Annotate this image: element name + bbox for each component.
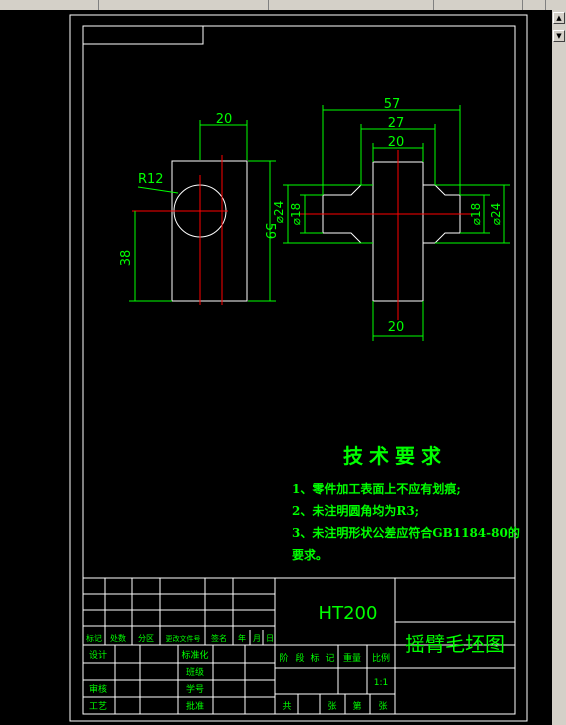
dim-20-inner: 20 bbox=[388, 135, 405, 150]
tech-item: 3、未注明形状公差应符合GB1184-80的 bbox=[292, 526, 520, 540]
dim-dia18-left: ⌀18 bbox=[289, 203, 303, 226]
left-body-outline bbox=[171, 160, 248, 302]
ruler-tick bbox=[268, 0, 269, 10]
rev-header: 日 bbox=[266, 634, 274, 643]
dim-dia18-right: ⌀18 bbox=[469, 203, 483, 226]
scroll-up-icon[interactable]: ▲ bbox=[553, 12, 565, 24]
part-name: 摇臂毛坯图 bbox=[405, 632, 505, 656]
left-row-label: 审核 bbox=[89, 683, 107, 695]
dim-59: 59 bbox=[262, 223, 277, 240]
rev-header: 分区 bbox=[138, 634, 154, 643]
dim-57: 57 bbox=[384, 97, 401, 112]
dim-r12: R12 bbox=[138, 172, 164, 187]
dim-dia24-left: ⌀24 bbox=[272, 201, 286, 224]
left-view: 20 R12 59 38 bbox=[119, 112, 277, 305]
dim-38: 38 bbox=[119, 250, 134, 267]
rev-header: 年 bbox=[238, 633, 246, 643]
sheet-label: 第 bbox=[352, 700, 361, 712]
ruler-tick bbox=[98, 0, 99, 10]
inner-frame bbox=[82, 25, 516, 715]
ruler-tick bbox=[522, 0, 523, 10]
dim-dia24-right: ⌀24 bbox=[489, 203, 503, 226]
tech-requirements-title: 技术要求 bbox=[343, 444, 447, 468]
stage-header: 重量 bbox=[343, 652, 361, 664]
scroll-down-icon[interactable]: ▼ bbox=[553, 30, 565, 42]
mid-row-label: 学号 bbox=[186, 683, 204, 695]
mid-row-label: 标准化 bbox=[181, 649, 208, 661]
rev-header: 更改文件号 bbox=[166, 634, 201, 643]
tech-item: 1、零件加工表面上不应有划痕; bbox=[292, 482, 461, 496]
mid-row-label: 班级 bbox=[186, 666, 204, 678]
outer-frame bbox=[69, 14, 528, 722]
stage-header: 阶 bbox=[279, 652, 288, 664]
vertical-scrollbar[interactable]: ▲ ▼ bbox=[552, 10, 566, 725]
sheet-label: 共 bbox=[282, 701, 291, 712]
material-text: HT200 bbox=[319, 603, 378, 624]
tech-item: 2、未注明圆角均为R3; bbox=[292, 504, 420, 518]
corner-box bbox=[82, 25, 204, 45]
left-row-label: 工艺 bbox=[89, 701, 107, 712]
ruler-tick bbox=[433, 0, 434, 10]
right-view: 57 27 20 20 ⌀24 ⌀18 ⌀18 ⌀24 bbox=[272, 97, 510, 341]
window-top-strip bbox=[0, 0, 566, 10]
sheet-label: 张 bbox=[378, 701, 387, 712]
tech-item: 要求。 bbox=[292, 548, 329, 562]
rev-header: 签名 bbox=[211, 633, 227, 643]
title-block bbox=[82, 577, 516, 715]
mid-row-label: 批准 bbox=[186, 700, 204, 712]
dim-27: 27 bbox=[388, 116, 405, 131]
r12-leader bbox=[137, 186, 179, 194]
stage-header: 标 bbox=[310, 652, 319, 664]
scale-value: 1:1 bbox=[374, 678, 388, 688]
stage-header: 记 bbox=[325, 653, 334, 664]
rev-header: 月 bbox=[253, 634, 261, 643]
dim-20-bottom: 20 bbox=[388, 320, 405, 335]
dim-20-top: 20 bbox=[216, 112, 233, 127]
rev-header: 处数 bbox=[110, 633, 126, 643]
ruler-tick bbox=[545, 0, 546, 10]
left-row-label: 设计 bbox=[89, 649, 107, 661]
rev-header: 标记 bbox=[86, 633, 102, 643]
sheet-label: 张 bbox=[327, 701, 336, 712]
stage-header: 比例 bbox=[372, 652, 390, 664]
stage-header: 段 bbox=[295, 652, 304, 664]
